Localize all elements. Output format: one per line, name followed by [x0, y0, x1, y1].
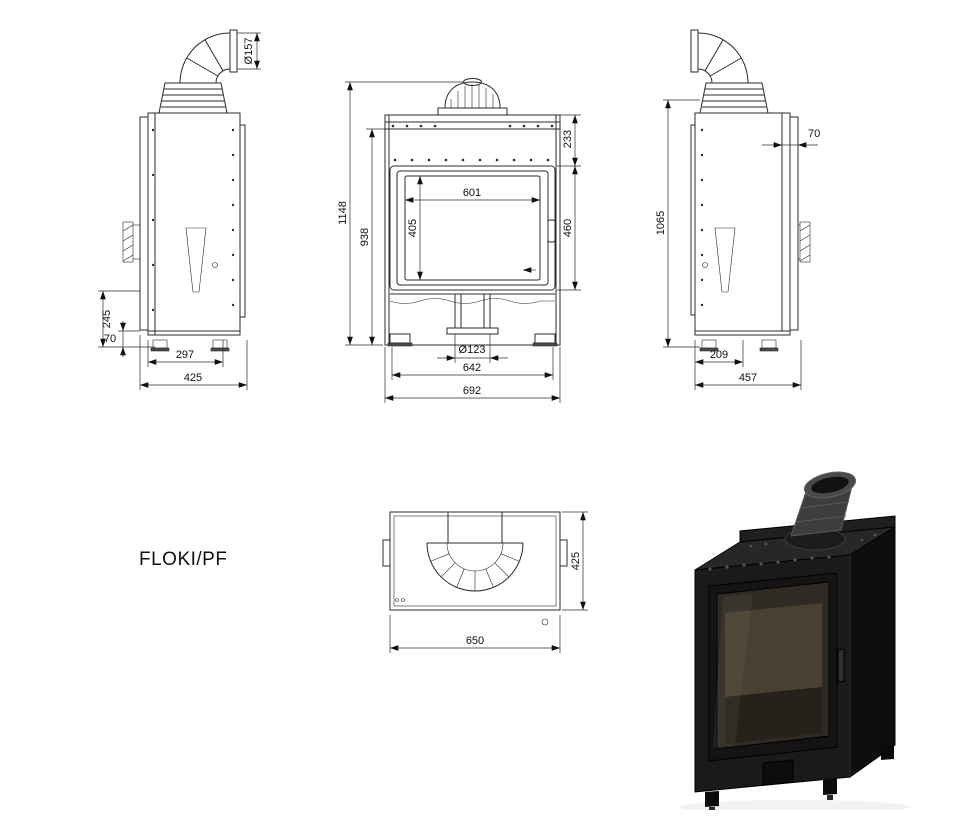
dim-label-457: 457: [739, 372, 757, 384]
left-body-details: [122, 221, 228, 349]
front-view: 233 460 1148 938 601 405 Ø123 642 692: [337, 78, 581, 403]
side-view-left: Ø157 245 70 297 425: [98, 29, 261, 390]
dim-label-flue-157: Ø157: [243, 38, 255, 65]
dim-label-938: 938: [359, 228, 371, 246]
dim-label-692: 692: [463, 385, 481, 397]
render-flue-pipe: [784, 471, 857, 551]
dim-label-1148: 1148: [337, 201, 349, 225]
front-body-outline: [384, 78, 561, 346]
dim-label-70-right: 70: [808, 128, 820, 140]
right-dimension-lines: [663, 99, 818, 390]
top-dimension-lines: [389, 511, 588, 653]
dim-label-425-top: 425: [570, 552, 582, 570]
dim-label-297: 297: [176, 349, 194, 361]
render-door-handle: [837, 648, 845, 683]
left-flue-elbow: [179, 29, 238, 84]
left-bolt-dots: [151, 128, 235, 312]
render-shadow: [680, 800, 910, 810]
dim-label-460: 460: [562, 219, 574, 237]
top-flue-fan: [426, 542, 524, 592]
dim-label-245: 245: [101, 310, 113, 328]
front-foot-pad: [387, 342, 413, 347]
dim-label-209: 209: [710, 349, 728, 361]
render-base-and-feet: [705, 744, 894, 810]
left-foot-pad: [150, 347, 170, 352]
right-foot-pad: [699, 347, 719, 352]
dim-label-425-left: 425: [184, 372, 202, 384]
left-foot-pad: [210, 347, 230, 352]
product-photo-3d: [680, 471, 910, 810]
front-foot-pad: [532, 342, 558, 347]
front-dimension-lines: [345, 81, 581, 403]
top-small-details: [395, 598, 549, 626]
dim-label-601: 601: [463, 187, 481, 199]
front-collar-fins: [450, 84, 494, 108]
right-body-details: [701, 221, 811, 349]
front-base: [389, 293, 556, 344]
front-door: [389, 165, 556, 291]
side-view-right: 70 1065 209 457: [655, 29, 820, 390]
left-dimension-lines: [98, 32, 261, 390]
right-foot-pad: [759, 347, 779, 352]
top-view: 425 650: [382, 511, 588, 653]
right-body-outline: [690, 82, 799, 336]
left-body-outline: [139, 82, 246, 336]
render-door: [708, 572, 845, 762]
dim-label-642: 642: [463, 362, 481, 374]
right-bolt-dots: [700, 128, 704, 307]
dim-label-650: 650: [466, 635, 484, 647]
render-top-bolts: [708, 533, 877, 571]
dim-label-233: 233: [562, 130, 574, 148]
front-bolt-dots: [391, 124, 554, 162]
dim-label-405: 405: [407, 219, 419, 237]
dim-label-70-left: 70: [104, 333, 116, 345]
dim-label-flue-123: Ø123: [459, 344, 486, 356]
product-model-title: FLOKI/PF: [139, 549, 228, 570]
dim-label-1065: 1065: [655, 211, 667, 235]
top-body-outline: [382, 511, 568, 611]
right-flue-elbow: [690, 29, 749, 84]
